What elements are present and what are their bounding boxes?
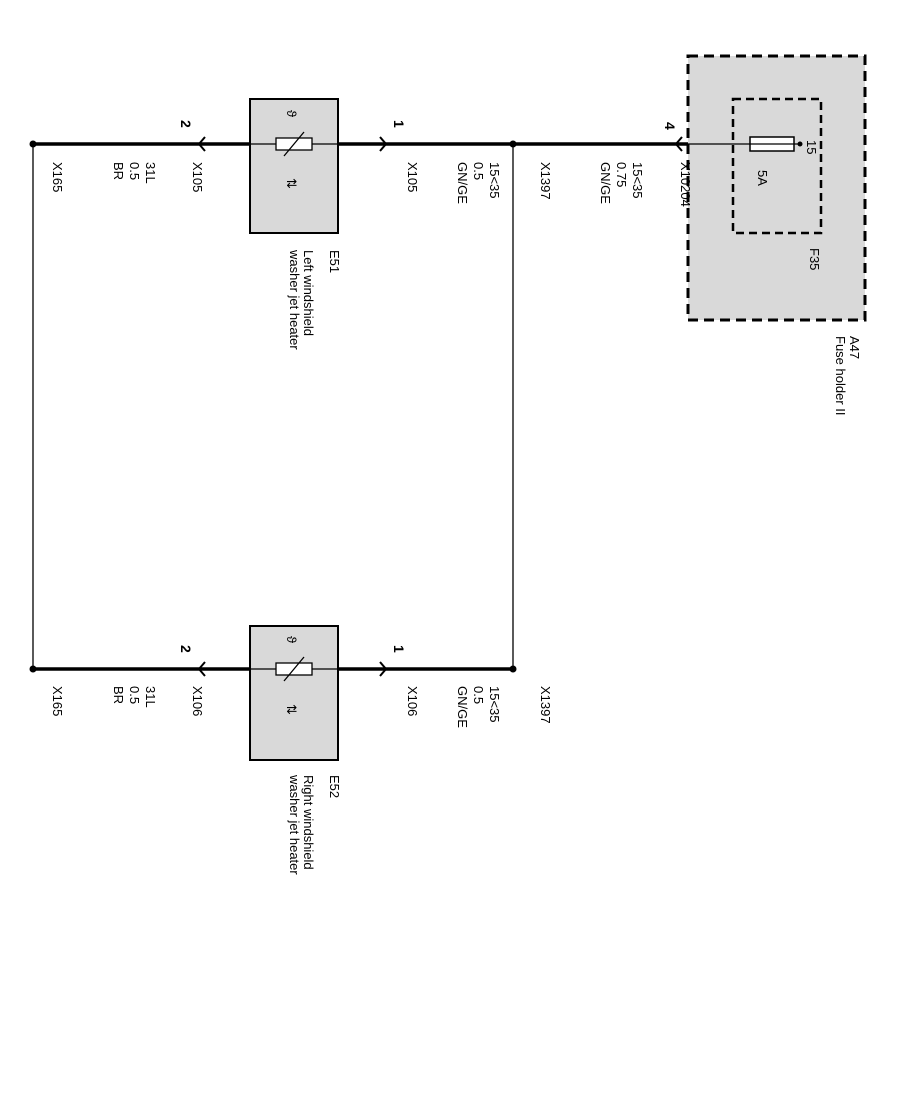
fuse-wire-color: GN/GE [598,162,613,204]
pin-mark-e51-pin1 [379,136,388,152]
fuse-holder-pin: 4 [662,122,678,130]
fuse-id-label: F35 [807,248,822,270]
left-heater-pin1: 1 [391,120,407,128]
pin-mark-e52-pin1 [379,661,388,677]
fuse-holder-connector: X10204 [678,162,693,207]
right-heater-pin2: 2 [178,645,194,653]
right-ground-color: BR [111,686,126,704]
splice-wire-color-bottom: GN/GE [455,686,470,728]
right-heater-pin2-connector: X106 [190,686,205,716]
left-ground-circuit: 31L [143,162,158,184]
right-heater-id: E52 [327,775,342,798]
fuse-holder-box [686,54,867,322]
left-ground-size: 0.5 [127,162,142,180]
right-ground-size: 0.5 [127,686,142,704]
splice-wire-color-top: GN/GE [455,162,470,204]
fuse-box [731,97,823,235]
splice-connector-bottom: X1397 [538,686,553,724]
left-heater-pin2-connector: X105 [190,162,205,192]
left-heater-id: E51 [327,250,342,273]
splice-wire-size-top: 0.5 [471,162,486,180]
right-heater-pin1: 1 [391,645,407,653]
ground-dot-right [29,665,37,673]
right-heater-name-line1: Right windshield [301,775,316,870]
left-ground-color: BR [111,162,126,180]
right-heater-arrows: ⇅ [284,704,299,715]
pin-mark-e51-pin2 [197,136,206,152]
left-heater-pin1-connector: X105 [405,162,420,192]
left-heater-ptc-slash [283,131,305,157]
splice-dot-bottom [509,665,517,673]
splice-connector-top: X1397 [538,162,553,200]
left-heater-arrows: ⇅ [284,178,299,189]
pin-mark-x10204 [674,136,683,152]
pin-mark-e52-pin2 [197,661,206,677]
splice-wire-circuit-bottom: 15<35 [487,686,502,723]
right-ground-connector: X165 [50,686,65,716]
fuse-holder-id: A47 [847,336,862,359]
left-ground-connector: X165 [50,162,65,192]
right-heater-pin1-connector: X106 [405,686,420,716]
right-heater-theta: ϑ [284,636,299,644]
right-ground-circuit: 31L [143,686,158,708]
left-heater-name-line2: washer jet heater [287,249,302,350]
right-heater-name-line2: washer jet heater [287,774,302,875]
fuse-holder-name: Fuse holder II [833,336,848,416]
left-heater-box [249,98,339,234]
fuse-pin-label: 15 [804,140,819,154]
right-heater-box [249,625,339,761]
splice-wire-size-bottom: 0.5 [471,686,486,704]
fuse-rating-label: 5A [755,170,770,186]
fuse-terminal-dot [797,141,803,147]
left-heater-name-line1: Left windshield [301,250,316,336]
right-heater-ptc-slash [283,656,305,682]
fuse-wire-circuit: 15<35 [630,162,645,199]
left-heater-theta: ϑ [284,110,299,118]
splice-wire-circuit-top: 15<35 [487,162,502,199]
left-heater-pin2: 2 [178,120,194,128]
fuse-wire-size: 0.75 [614,162,629,187]
